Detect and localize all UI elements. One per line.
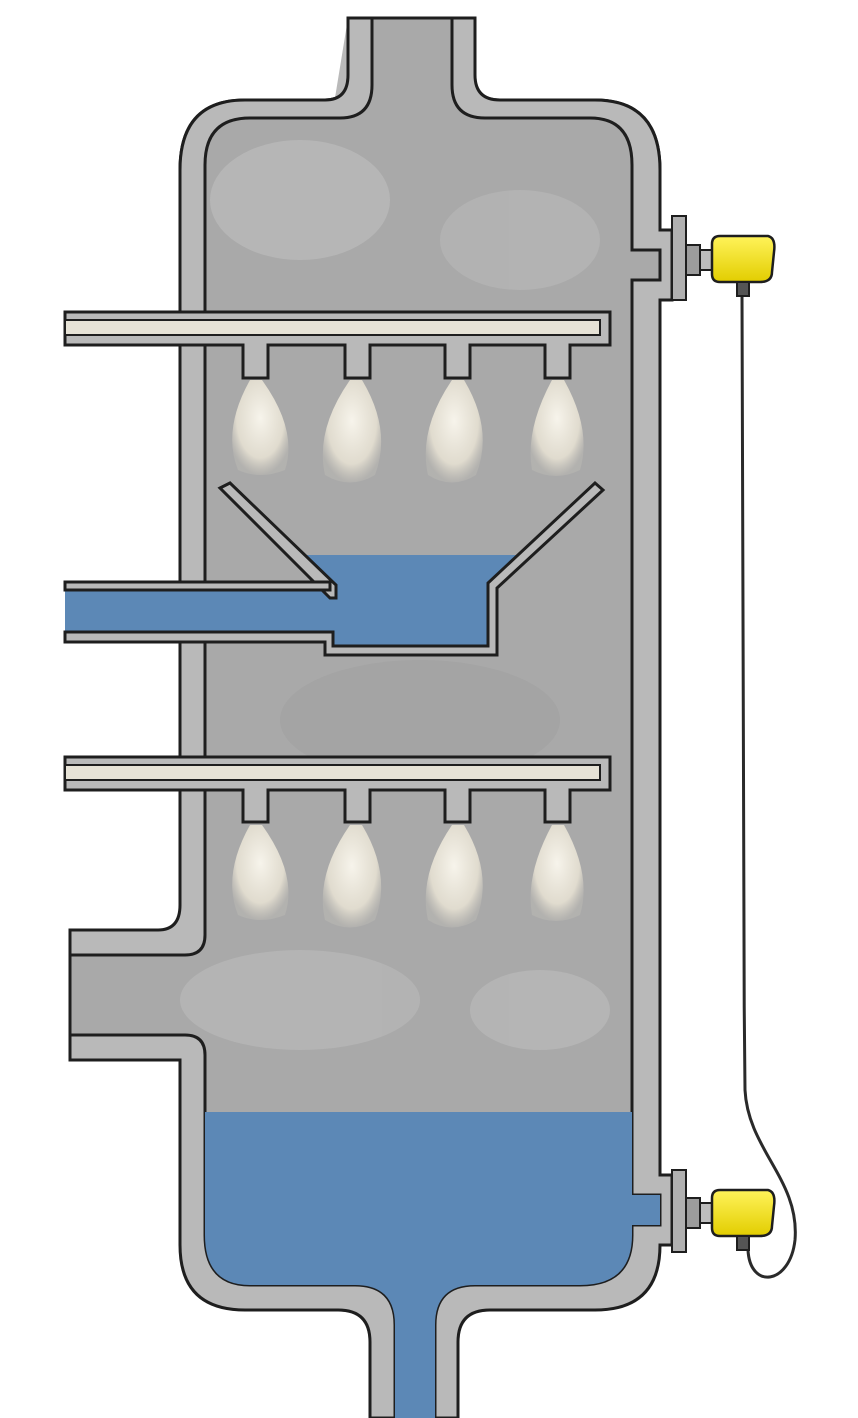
level-sensor-icon: [671, 215, 776, 301]
sensor-cable: [740, 294, 797, 1279]
tray-outlet-liquid: [65, 590, 330, 632]
sump-liquid: [205, 1112, 660, 1418]
spray-cone: [322, 825, 382, 928]
tray-inlet-top: [63, 580, 332, 592]
level-sensor-icon: [671, 1169, 776, 1253]
collector-tray: [63, 480, 606, 657]
vessel: [68, 16, 674, 1418]
sensor-housing: [710, 234, 776, 284]
spray-cone: [530, 825, 584, 921]
spray-cones-lower: [232, 825, 584, 928]
spray-header-lower: [63, 755, 612, 824]
sensor-housing: [710, 1188, 776, 1238]
sensor-flange: [671, 215, 687, 301]
spray-cone: [232, 380, 289, 475]
mist: [180, 140, 610, 1050]
vessel-interior: [68, 16, 662, 1418]
spray-cone: [530, 380, 584, 476]
spray-header-upper: [63, 310, 612, 380]
spray-cones-upper: [232, 380, 584, 483]
spray-cone: [425, 380, 483, 483]
spray-cone: [425, 825, 483, 928]
spray-cone: [322, 380, 382, 483]
spray-cone: [232, 825, 289, 920]
sensor-flange: [671, 1169, 687, 1253]
tray-wall: [63, 480, 606, 657]
